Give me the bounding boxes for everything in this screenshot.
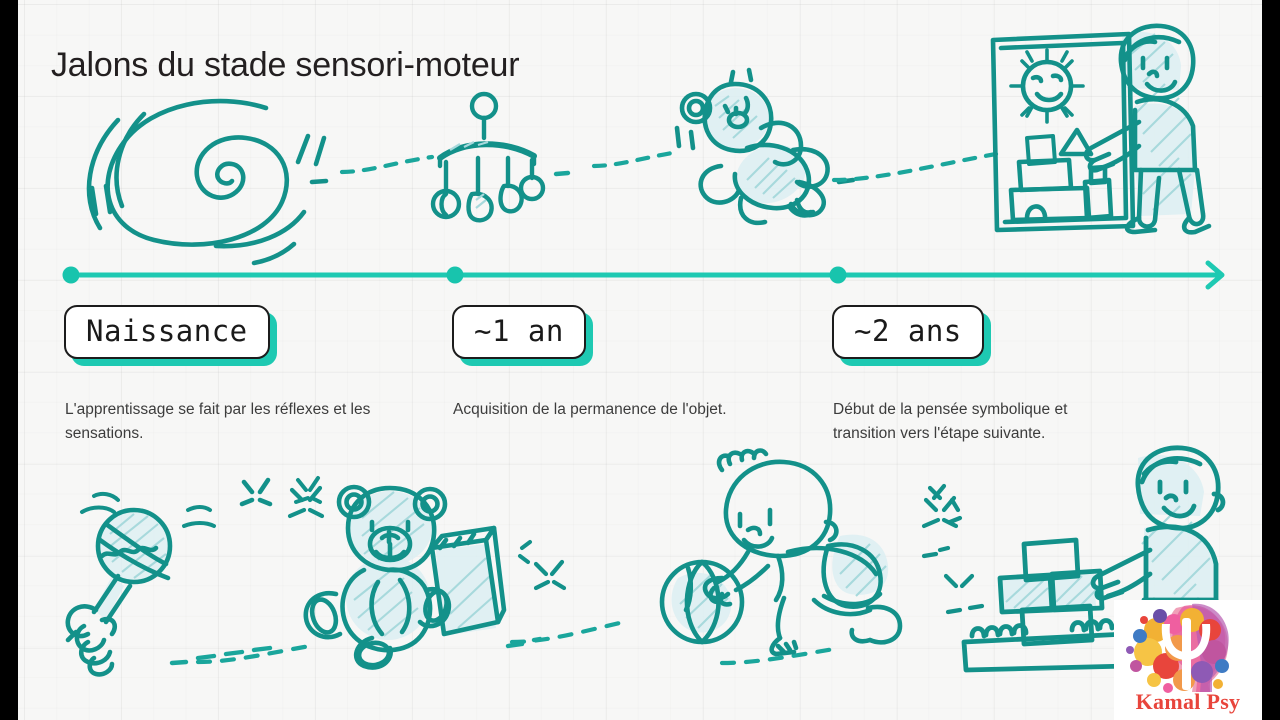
milestone-label-0[interactable]: Naissance xyxy=(64,305,270,360)
dashed-connector-3 xyxy=(831,151,999,183)
sparkle-cluster-middle xyxy=(533,559,567,591)
page-title: Jalons du stade sensori-moteur xyxy=(51,46,520,84)
spiral-scribble-illustration xyxy=(86,98,329,266)
milestone-label-1[interactable]: ~1 an xyxy=(452,305,586,360)
sparkle-cluster-far-right xyxy=(943,573,975,589)
crawling-baby-with-ball-illustration xyxy=(659,448,951,657)
psi-head-icon xyxy=(1126,603,1229,693)
dashed-connector-1 xyxy=(339,154,435,175)
milestone-caption-0: L'apprentissage se fait par les réflexes… xyxy=(65,401,371,442)
teddy-bear-flying-illustration xyxy=(674,67,856,226)
slide-canvas: Jalons du stade sensori-moteur xyxy=(18,0,1262,720)
logo-text: Kamal Psy xyxy=(1135,689,1241,714)
sparkle-cluster-left xyxy=(287,485,325,519)
timeline-dot-1 xyxy=(446,266,464,284)
baby-mobile-illustration xyxy=(430,91,571,223)
milestone-caption-1: Acquisition de la permanence de l'objet. xyxy=(453,401,727,418)
child-pointing-at-drawing-illustration xyxy=(990,23,1212,235)
teddy-bear-with-block-illustration xyxy=(294,476,543,670)
dashed-connector-bottom-3 xyxy=(719,646,837,666)
dashed-connector-bottom-1 xyxy=(195,643,313,665)
channel-logo: Kamal Psy xyxy=(1114,600,1262,720)
hand-holding-rattle-illustration xyxy=(65,477,273,677)
timeline-arrowhead xyxy=(1205,260,1225,290)
milestone-caption-2: Début de la pensée symbolique et transit… xyxy=(833,401,1068,442)
dashed-connector-2 xyxy=(591,149,681,169)
milestone-2: ~2 ans xyxy=(832,305,984,360)
dashed-connector-bottom-2 xyxy=(509,619,627,645)
timeline-dot-2 xyxy=(829,266,847,284)
timeline-dot-0 xyxy=(62,266,80,284)
milestone-label-2[interactable]: ~2 ans xyxy=(832,305,984,360)
milestone-1: ~1 an xyxy=(452,305,586,360)
milestone-0: Naissance xyxy=(64,305,270,360)
timeline-axis xyxy=(62,260,1225,290)
